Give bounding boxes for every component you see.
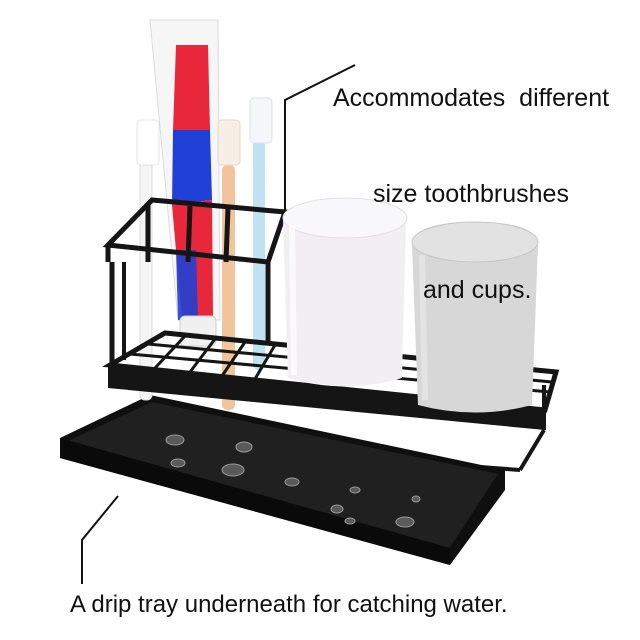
- cup-white: [282, 197, 408, 387]
- toothbrush-blue: [249, 97, 273, 370]
- brush-rack: [102, 197, 289, 370]
- top-callout-line-1: Accommodates different: [333, 84, 610, 112]
- top-callout-line-2: size toothbrushes: [373, 180, 569, 208]
- bottom-callout-leader: [81, 495, 119, 584]
- bottom-callout: A drip tray underneath for catching wate…: [70, 591, 508, 618]
- drip-tray: [60, 395, 505, 565]
- cup-grey: [411, 221, 539, 413]
- top-callout-line-3: and cups.: [423, 276, 532, 304]
- top-callout-leader: [284, 64, 356, 212]
- toothpaste-tube: [149, 19, 221, 347]
- top-callout: Accommodates different size toothbrushes…: [333, 18, 609, 338]
- water-droplets: [165, 434, 421, 528]
